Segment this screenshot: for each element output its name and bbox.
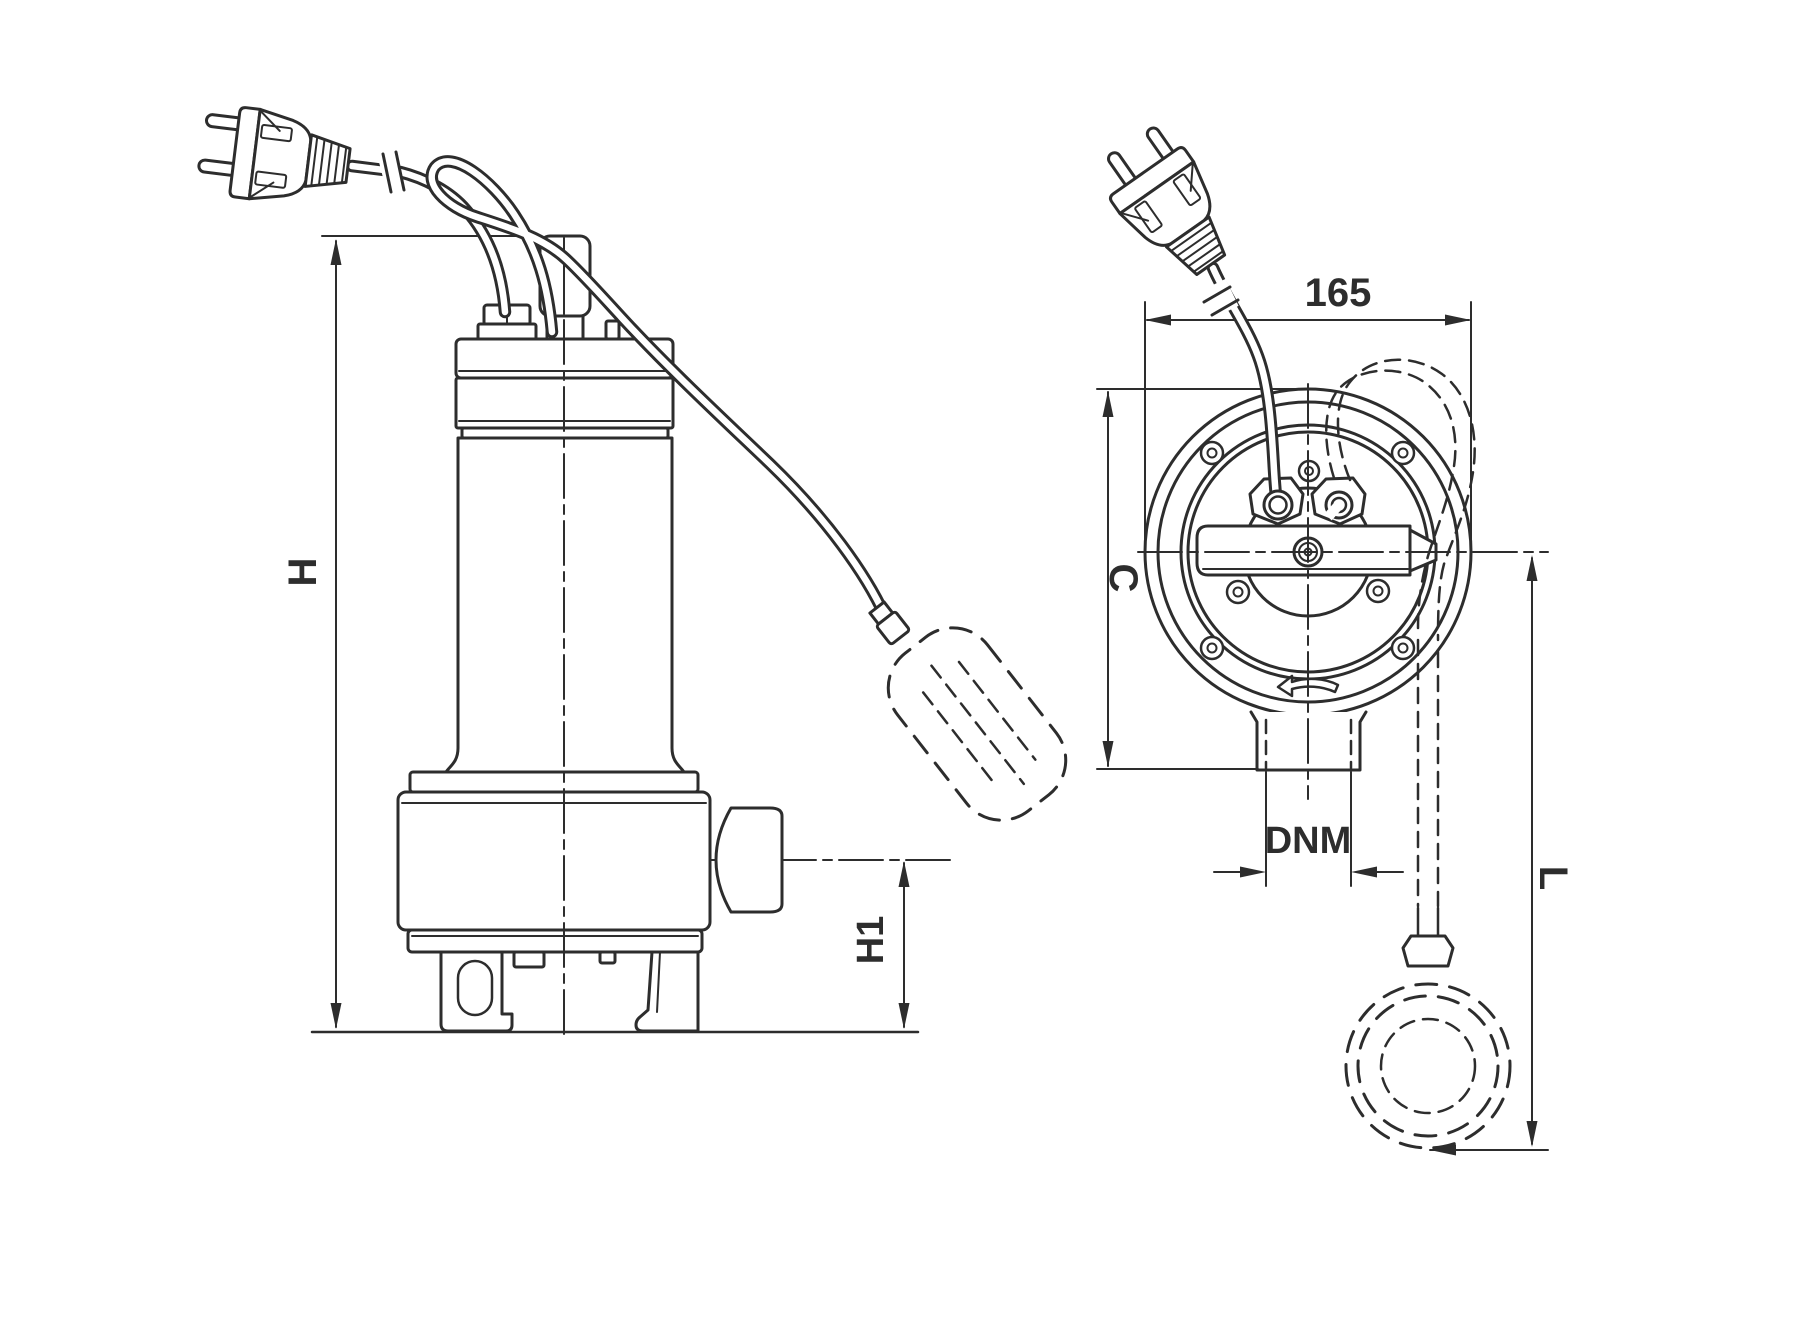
- cable-break: [377, 150, 406, 194]
- float-connector-top: [1401, 934, 1455, 968]
- float-switch: [868, 600, 1068, 822]
- power-plug: [194, 101, 356, 212]
- dimension-label-l: L: [1531, 866, 1575, 890]
- pump-body: [396, 234, 784, 1041]
- dimension-label-165: 165: [1305, 271, 1372, 315]
- dimension-h1: [898, 861, 910, 1029]
- dimension-label-c: C: [1101, 564, 1145, 593]
- dimension-165: [1144, 301, 1472, 565]
- dimension-dnm: [1213, 771, 1404, 887]
- pump-volute: [396, 770, 712, 932]
- dimension-l: [1429, 555, 1549, 1156]
- float-cable-hanging: [1325, 358, 1512, 1150]
- support-feet: [406, 928, 704, 1033]
- float-cable: [425, 155, 892, 623]
- power-cable-top: [1202, 261, 1284, 512]
- power-plug-top: [1087, 116, 1250, 293]
- float-outline: [1344, 982, 1512, 1150]
- dimension-h: [330, 239, 342, 1029]
- discharge-port: [714, 806, 784, 914]
- float-body: [886, 626, 1068, 822]
- dimension-label-h1: H1: [850, 916, 892, 965]
- gland-cable-sections: [1262, 489, 1354, 521]
- dimension-label-h: H: [281, 558, 325, 587]
- top-view: 165 C DNM L: [1087, 116, 1575, 1156]
- dimension-c: [1096, 388, 1313, 770]
- dimension-label-dnm: DNM: [1265, 820, 1352, 862]
- float-cable-grommet: [604, 319, 621, 341]
- side-view: H H1: [194, 101, 1068, 1041]
